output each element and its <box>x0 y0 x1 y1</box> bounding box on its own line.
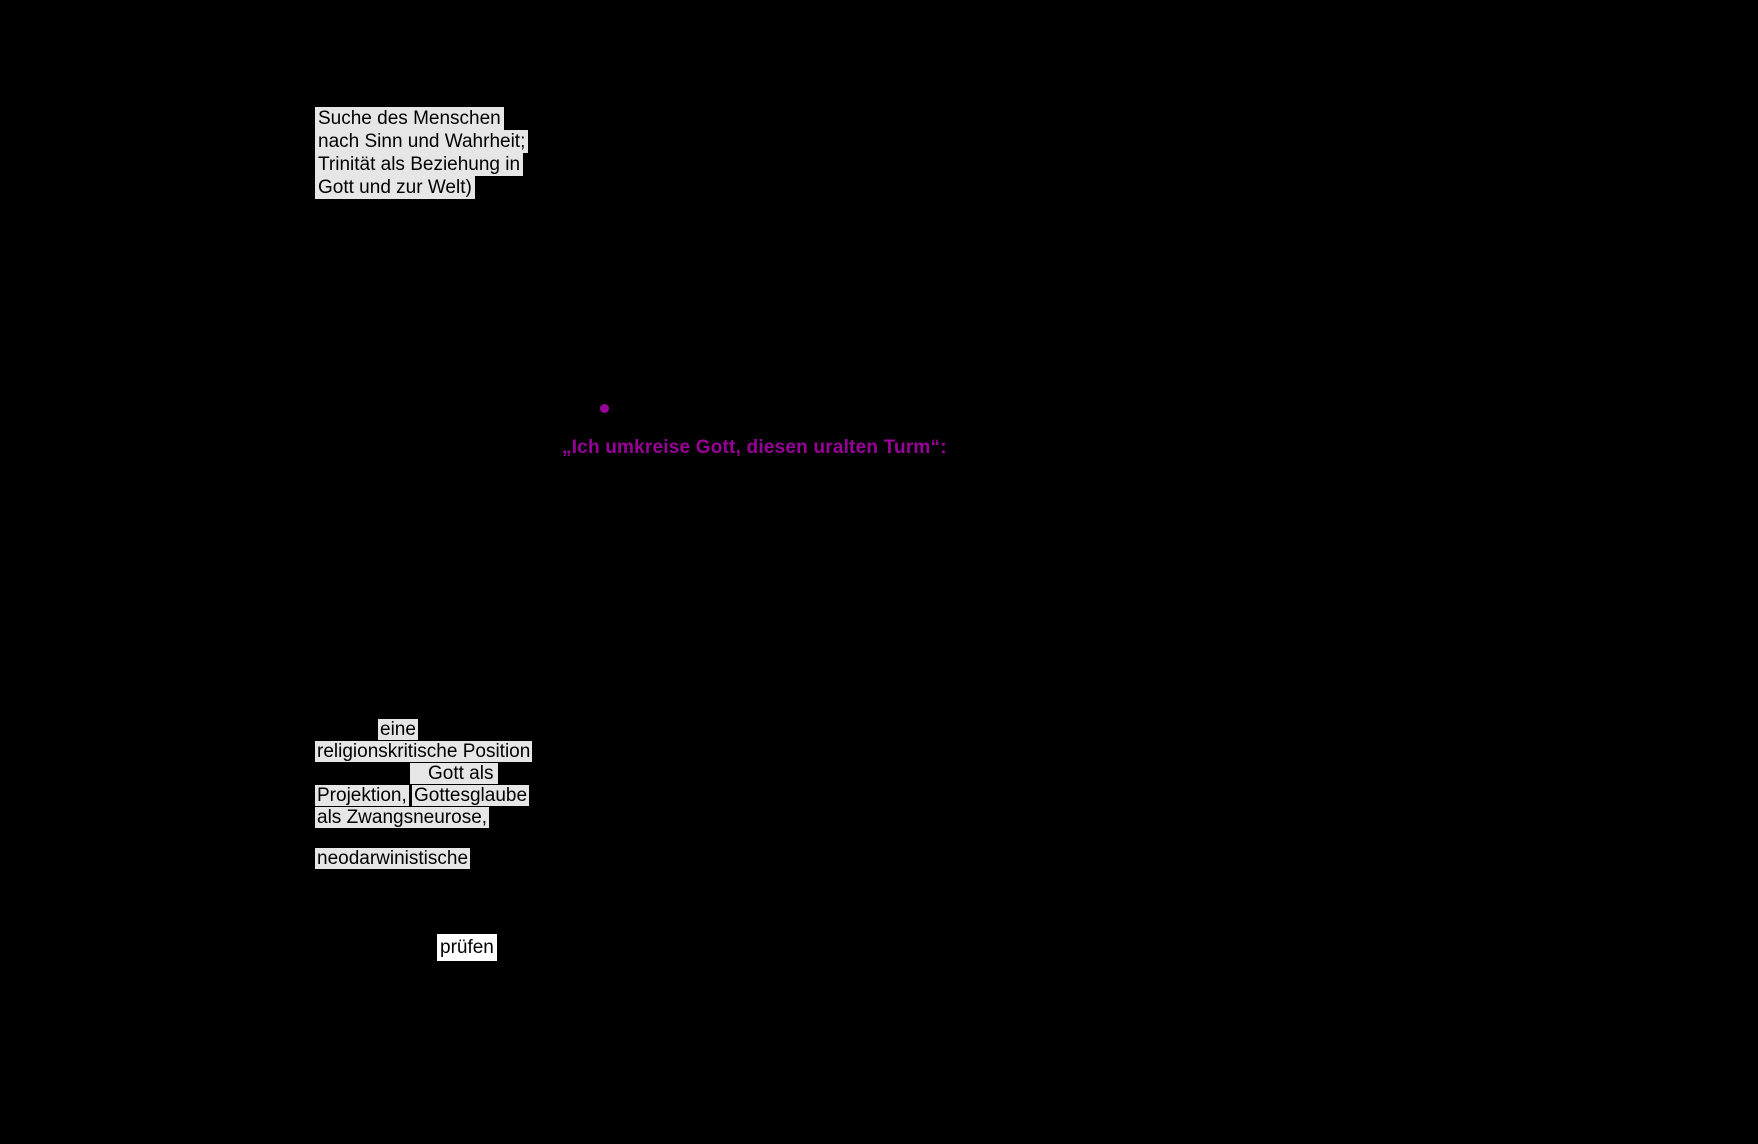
highlight-fragment-gottesglaube: Gottesglaube <box>412 785 530 806</box>
note-text-block: Suche des Menschen nach Sinn und Wahrhei… <box>315 107 529 199</box>
note-line-3: Trinität als Beziehung in <box>315 153 524 176</box>
quote-heading: „Ich umkreise Gott, diesen uralten Turm“… <box>562 437 947 458</box>
highlight-fragment-neodarwinistische: neodarwinistische <box>315 848 471 869</box>
highlight-fragment-eine: eine <box>378 719 418 740</box>
highlight-fragment-als-zwangsneurose: als Zwangsneurose, <box>315 807 490 828</box>
note-line-2: nach Sinn und Wahrheit; <box>315 130 529 153</box>
highlight-fragment-gott-als: Gott als <box>410 763 499 784</box>
note-line-1: Suche des Menschen <box>315 107 504 130</box>
highlight-fragment-religionskritische-position: religionskritische Position <box>315 741 533 762</box>
note-line-4: Gott und zur Welt) <box>315 176 475 199</box>
highlight-fragment-pruefen: prüfen <box>437 934 497 961</box>
highlight-fragment-projektion: Projektion, <box>315 785 409 806</box>
bullet-dot-icon <box>600 404 609 413</box>
